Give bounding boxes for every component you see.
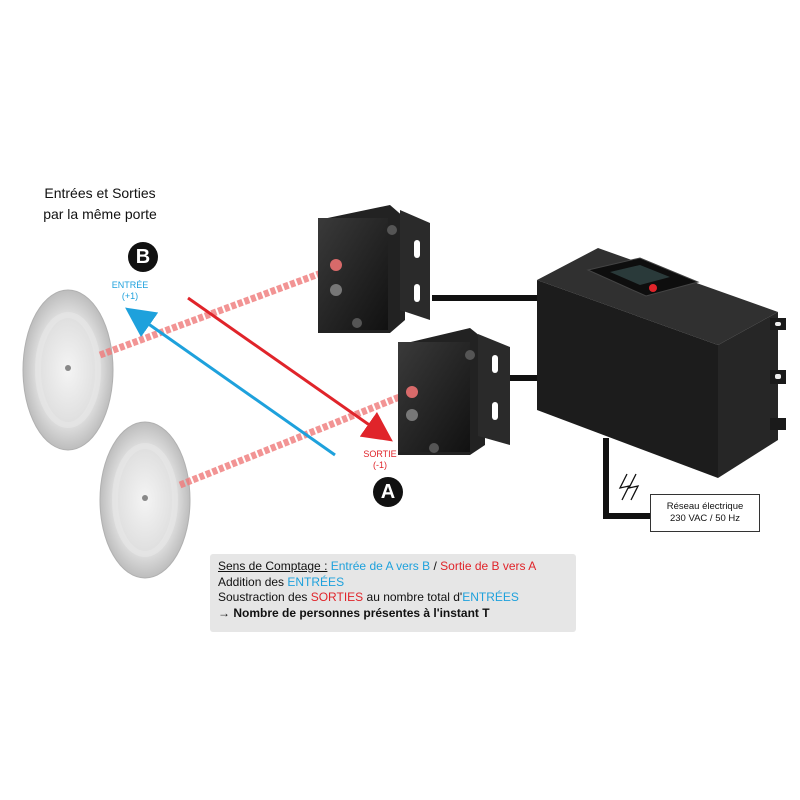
title-line-1: Entrées et Sorties	[44, 185, 156, 201]
lightning-icon	[618, 473, 640, 501]
subtraction-text: Soustraction des	[218, 590, 311, 604]
info-line-2: Addition des ENTRÉES	[218, 575, 568, 591]
exit-arrow	[187, 296, 393, 442]
addition-text: Addition des	[218, 574, 288, 589]
reflector-a	[99, 421, 191, 579]
info-line-3: Soustraction des SORTIES au nombre total…	[218, 590, 568, 606]
mains-line-2: 230 VAC / 50 Hz	[669, 513, 741, 524]
entry-label-value: (+1)	[121, 291, 139, 301]
entry-label: ENTRÉE (+1)	[100, 280, 160, 302]
direction-separator: /	[430, 559, 441, 573]
exit-direction-text: Sortie de B vers A	[440, 559, 537, 573]
exit-label-text: SORTIE	[363, 449, 397, 459]
sensor-b	[318, 205, 430, 333]
exit-label: SORTIE (-1)	[350, 449, 410, 471]
entry-arrow	[125, 307, 336, 457]
sensor-a	[398, 328, 510, 455]
mains-line-1: Réseau électrique	[666, 501, 744, 512]
info-line-1: Sens de Comptage : Entrée de A vers B / …	[218, 559, 568, 575]
subtraction-mid: au nombre total d'	[363, 590, 463, 604]
info-line-4: → Nombre de personnes présentes à l'inst…	[218, 605, 490, 620]
counting-info-panel: Sens de Comptage : Entrée de A vers B / …	[210, 554, 576, 632]
counting-direction-heading: Sens de Comptage :	[218, 559, 328, 573]
cables	[432, 295, 650, 519]
controller-box	[537, 248, 786, 478]
badge-a: A	[373, 477, 403, 507]
title-line-2: par la même porte	[43, 206, 157, 222]
subtraction-exits: SORTIES	[310, 590, 364, 604]
entry-direction-text: Entrée de A vers B	[330, 559, 431, 573]
mains-supply-box: Réseau électrique 230 VAC / 50 Hz	[650, 494, 760, 532]
diagram-title: Entrées et Sorties par la même porte	[20, 183, 180, 225]
beam-a	[178, 388, 414, 489]
reflector-b	[22, 289, 114, 451]
subtraction-entries: ENTRÉES	[462, 590, 519, 604]
badge-b: B	[128, 242, 158, 272]
exit-label-value: (-1)	[373, 460, 387, 470]
entry-label-text: ENTRÉE	[111, 280, 149, 290]
addition-entries: ENTRÉES	[287, 574, 345, 589]
